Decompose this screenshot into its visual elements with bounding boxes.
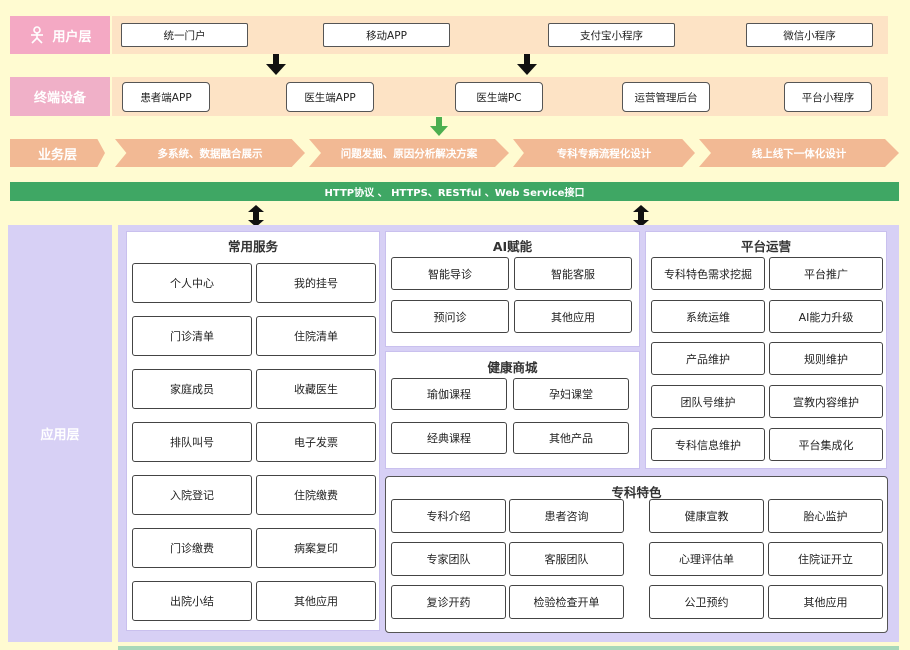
specialty-item[interactable]: 专家团队	[391, 542, 506, 576]
ops-item[interactable]: 系统运维	[651, 300, 765, 333]
service-item[interactable]: 家庭成员	[132, 369, 252, 409]
specialty-item[interactable]: 专科介绍	[391, 499, 506, 533]
ops-item[interactable]: 团队号维护	[651, 385, 765, 418]
protocol-bar: HTTP协议 、 HTTPS、RESTful 、Web Service接口	[10, 182, 899, 201]
service-item[interactable]: 门诊清单	[132, 316, 252, 356]
service-item[interactable]: 门诊缴费	[132, 528, 252, 568]
double-arrow-icon	[633, 205, 649, 227]
platform-ops-title: 平台运营	[740, 239, 791, 254]
ops-item[interactable]: 专科信息维护	[651, 428, 765, 461]
user-item[interactable]: 支付宝小程序	[548, 23, 675, 47]
user-item[interactable]: 移动APP	[323, 23, 450, 47]
business-item: 专科专病流程化设计	[513, 139, 695, 167]
specialty-item[interactable]: 公卫预约	[649, 585, 764, 619]
double-arrow-icon	[248, 205, 264, 227]
ai-item[interactable]: 其他应用	[514, 300, 632, 333]
user-layer-label: 用户层	[10, 16, 110, 54]
business-item: 线上线下一体化设计	[699, 139, 899, 167]
terminal-layer-label: 终端设备	[10, 77, 110, 116]
service-item[interactable]: 排队叫号	[132, 422, 252, 462]
specialty-item[interactable]: 检验检查开单	[509, 585, 624, 619]
service-item[interactable]: 其他应用	[256, 581, 376, 621]
specialty-item[interactable]: 胎心监护	[768, 499, 883, 533]
business-item: 多系统、数据融合展示	[115, 139, 305, 167]
health-mall-title: 健康商城	[487, 360, 538, 375]
application-layer-label: 应用层	[8, 225, 112, 642]
service-item[interactable]: 出院小结	[132, 581, 252, 621]
mall-item[interactable]: 瑜伽课程	[391, 378, 507, 410]
mall-item[interactable]: 经典课程	[391, 422, 507, 454]
specialty-item[interactable]: 住院证开立	[768, 542, 883, 576]
terminal-item[interactable]: 医生端PC	[455, 82, 543, 112]
specialty-item[interactable]: 心理评估单	[649, 542, 764, 576]
ops-item[interactable]: AI能力升级	[769, 300, 883, 333]
ops-item[interactable]: 平台集成化	[769, 428, 883, 461]
user-layer-text: 用户层	[52, 29, 92, 45]
health-mall-panel: 健康商城	[385, 351, 640, 469]
ops-item[interactable]: 专科特色需求挖掘	[651, 257, 765, 290]
ai-panel-title: AI赋能	[492, 239, 533, 254]
specialty-item[interactable]: 其他应用	[768, 585, 883, 619]
ops-item[interactable]: 产品维护	[651, 342, 765, 375]
user-item[interactable]: 统一门户	[121, 23, 248, 47]
down-arrow-icon	[266, 54, 286, 75]
service-item[interactable]: 电子发票	[256, 422, 376, 462]
specialty-item[interactable]: 患者咨询	[509, 499, 624, 533]
service-item[interactable]: 收藏医生	[256, 369, 376, 409]
ai-item[interactable]: 智能客服	[514, 257, 632, 290]
ops-item[interactable]: 宣教内容维护	[769, 385, 883, 418]
ops-item[interactable]: 平台推广	[769, 257, 883, 290]
specialty-item[interactable]: 复诊开药	[391, 585, 506, 619]
business-layer-label: 业务层	[10, 139, 105, 167]
user-item[interactable]: 微信小程序	[746, 23, 873, 47]
specialty-title: 专科特色	[611, 485, 662, 500]
ai-item[interactable]: 智能导诊	[391, 257, 509, 290]
terminal-item[interactable]: 医生端APP	[286, 82, 374, 112]
person-icon	[31, 26, 44, 44]
mall-item[interactable]: 孕妇课堂	[513, 378, 629, 410]
specialty-item[interactable]: 健康宣教	[649, 499, 764, 533]
business-item: 问题发掘、原因分析解决方案	[309, 139, 509, 167]
common-services-title: 常用服务	[227, 239, 278, 254]
green-down-arrow-icon	[430, 117, 448, 136]
terminal-item[interactable]: 平台小程序	[784, 82, 872, 112]
service-item[interactable]: 病案复印	[256, 528, 376, 568]
mall-item[interactable]: 其他产品	[513, 422, 629, 454]
service-item[interactable]: 个人中心	[132, 263, 252, 303]
service-item[interactable]: 住院清单	[256, 316, 376, 356]
down-arrow-icon	[517, 54, 537, 75]
bottom-strip	[118, 646, 899, 650]
ops-item[interactable]: 规则维护	[769, 342, 883, 375]
service-item[interactable]: 住院缴费	[256, 475, 376, 515]
specialty-item[interactable]: 客服团队	[509, 542, 624, 576]
ai-item[interactable]: 预问诊	[391, 300, 509, 333]
service-item[interactable]: 入院登记	[132, 475, 252, 515]
terminal-item[interactable]: 运营管理后台	[622, 82, 710, 112]
service-item[interactable]: 我的挂号	[256, 263, 376, 303]
terminal-item[interactable]: 患者端APP	[122, 82, 210, 112]
